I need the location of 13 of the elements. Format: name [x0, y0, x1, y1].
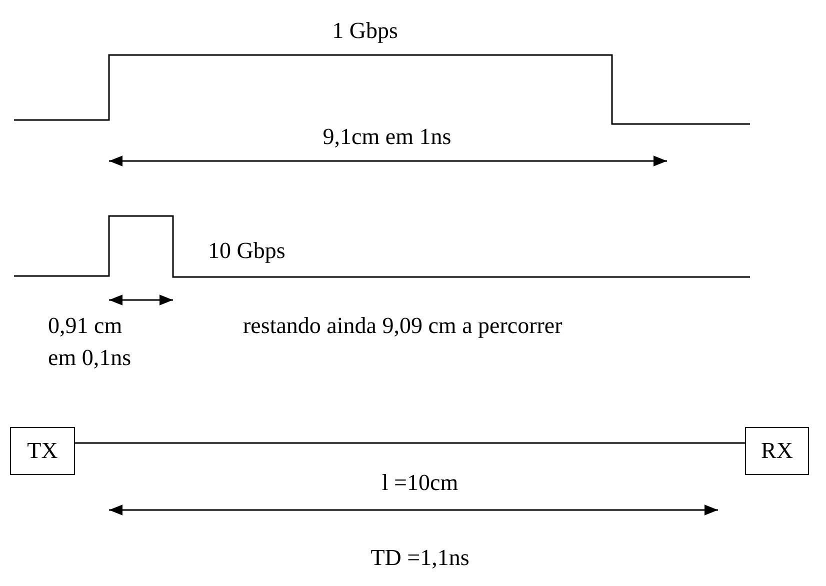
- block-box: [10, 427, 75, 475]
- rate-label: 1 Gbps: [332, 18, 398, 44]
- block-label: TX: [27, 438, 58, 464]
- transmission-line: [75, 442, 745, 444]
- dimension-label: em 0,1ns: [48, 345, 132, 371]
- block-label: RX: [761, 438, 793, 464]
- dimension-label: TD =1,1ns: [370, 545, 470, 571]
- block-box: [745, 427, 809, 475]
- note-text: restando ainda 9,09 cm a percorrer: [243, 313, 562, 339]
- dimension-label: 9,1cm em 1ns: [322, 124, 452, 150]
- rate-label: 10 Gbps: [208, 238, 286, 264]
- dimension-label: 0,91 cm: [48, 313, 122, 339]
- dimension-label: l =10cm: [382, 470, 458, 496]
